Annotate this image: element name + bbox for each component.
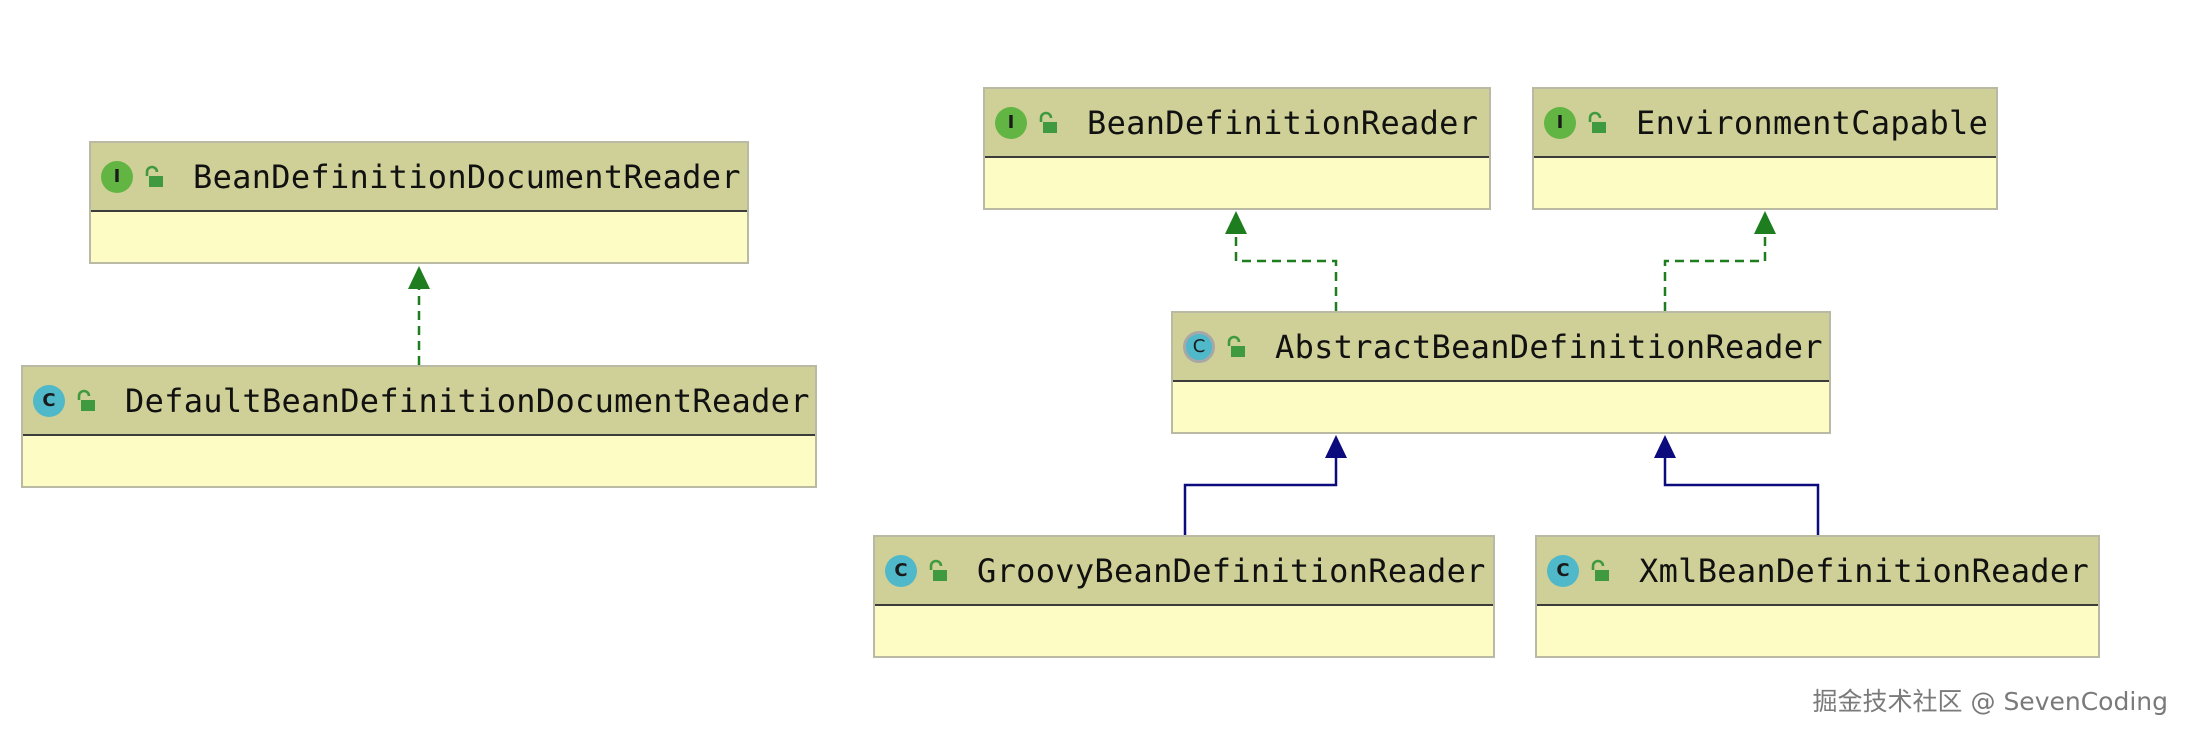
public-lock-icon — [145, 165, 163, 187]
uml-box-abstract-bean-definition-reader[interactable]: C AbstractBeanDefinitionReader — [1171, 311, 1831, 434]
edge-extends-xml-to-abstract — [1654, 435, 1820, 535]
public-lock-icon — [1227, 335, 1245, 357]
public-lock-icon — [929, 559, 947, 581]
uml-class-name: BeanDefinitionDocumentReader — [193, 157, 741, 196]
edge-implements-default-to-document-reader — [408, 266, 430, 365]
uml-box-environment-capable[interactable]: I EnvironmentCapable — [1532, 87, 1998, 210]
uml-box-header: I BeanDefinitionDocumentReader — [91, 143, 747, 212]
abstract-class-icon: C — [1183, 330, 1215, 363]
uml-box-groovy-bean-definition-reader[interactable]: C GroovyBeanDefinitionReader — [873, 535, 1495, 658]
public-lock-icon — [1588, 111, 1606, 133]
interface-icon: I — [995, 106, 1027, 139]
edge-implements-abstract-to-bean-definition-reader — [1225, 211, 1338, 311]
uml-box-header: C DefaultBeanDefinitionDocumentReader — [23, 367, 815, 436]
class-icon: C — [885, 554, 917, 587]
uml-box-xml-bean-definition-reader[interactable]: C XmlBeanDefinitionReader — [1535, 535, 2100, 658]
edge-extends-groovy-to-abstract — [1183, 435, 1347, 535]
class-icon: C — [1547, 554, 1579, 587]
uml-box-default-bean-definition-document-reader[interactable]: C DefaultBeanDefinitionDocumentReader — [21, 365, 817, 488]
uml-class-name: AbstractBeanDefinitionReader — [1275, 327, 1823, 366]
interface-icon: I — [101, 160, 133, 193]
uml-class-name: XmlBeanDefinitionReader — [1639, 551, 2090, 590]
public-lock-icon — [77, 389, 95, 411]
uml-class-name: DefaultBeanDefinitionDocumentReader — [125, 381, 810, 420]
uml-box-bean-definition-reader[interactable]: I BeanDefinitionReader — [983, 87, 1491, 210]
uml-class-name: BeanDefinitionReader — [1087, 103, 1479, 142]
uml-class-name: GroovyBeanDefinitionReader — [977, 551, 1486, 590]
uml-box-header: C AbstractBeanDefinitionReader — [1173, 313, 1829, 382]
uml-box-header: C XmlBeanDefinitionReader — [1537, 537, 2098, 606]
uml-class-name: EnvironmentCapable — [1636, 103, 1989, 142]
watermark-text: 掘金技术社区 @ SevenCoding — [1812, 687, 2168, 716]
edge-implements-abstract-to-environment-capable — [1663, 211, 1776, 311]
public-lock-icon — [1039, 111, 1057, 133]
uml-box-header: I BeanDefinitionReader — [985, 89, 1489, 158]
uml-box-header: I EnvironmentCapable — [1534, 89, 1996, 158]
class-icon: C — [33, 384, 65, 417]
interface-icon: I — [1544, 106, 1576, 139]
public-lock-icon — [1591, 559, 1609, 581]
uml-box-header: C GroovyBeanDefinitionReader — [875, 537, 1493, 606]
uml-box-bean-definition-document-reader[interactable]: I BeanDefinitionDocumentReader — [89, 141, 749, 264]
